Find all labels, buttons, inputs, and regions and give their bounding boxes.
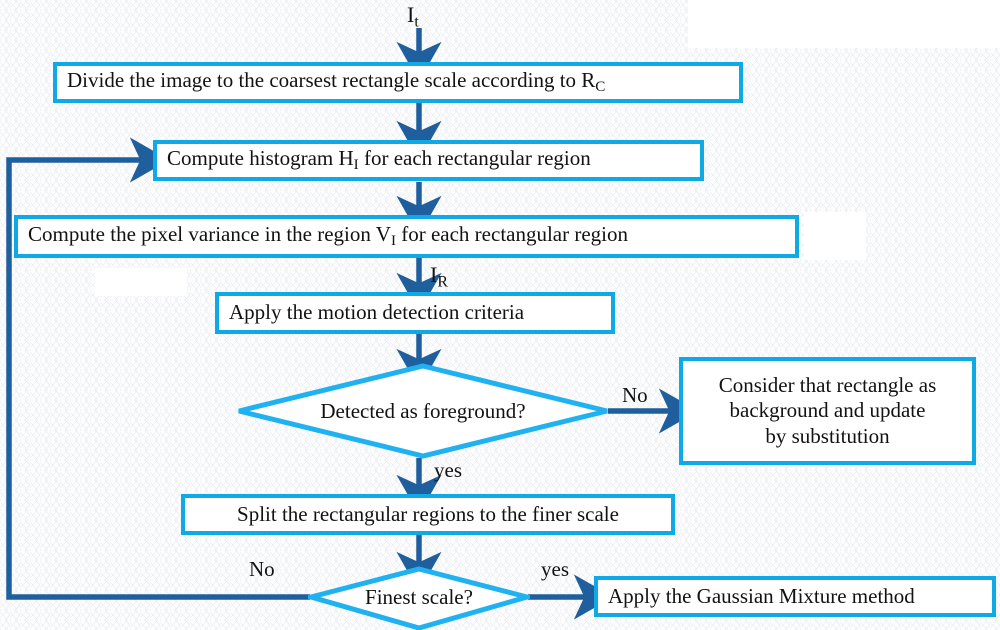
edge-label-finest-no: No: [249, 557, 275, 581]
node-apply-gaussian-mixture-text: Apply the Gaussian Mixture method: [608, 583, 915, 608]
node-detected-as-foreground-text: Detected as foreground?: [320, 398, 526, 423]
node-apply-gaussian-mixture[interactable]: Apply the Gaussian Mixture method: [594, 576, 996, 617]
node-consider-background-text: Consider that rectangle as background an…: [718, 373, 937, 448]
node-apply-motion-criteria[interactable]: Apply the motion detection criteria: [215, 292, 615, 334]
node-split-regions[interactable]: Split the rectangular regions to the fin…: [181, 494, 675, 535]
node-apply-motion-criteria-text: Apply the motion detection criteria: [229, 300, 525, 325]
edge-label-detected-no: No: [622, 383, 648, 407]
node-divide-image-text: Divide the image to the coarsest rectang…: [67, 67, 606, 96]
white-patch-variance-right: [804, 212, 866, 260]
node-compute-histogram-text: Compute histogram HI for each rectangula…: [167, 145, 591, 174]
node-compute-histogram[interactable]: Compute histogram HI for each rectangula…: [153, 140, 704, 181]
white-patch-mid-left: [95, 268, 187, 296]
node-finest-scale-text: Finest scale?: [365, 584, 473, 609]
node-split-regions-text: Split the rectangular regions to the fin…: [237, 501, 619, 526]
white-patch-top-right: [688, 0, 1000, 48]
label-input-signal: It: [407, 2, 419, 31]
node-compute-variance[interactable]: Compute the pixel variance in the region…: [14, 215, 799, 258]
node-detected-as-foreground[interactable]: Detected as foreground?: [236, 363, 610, 459]
label-region-signal: IR: [430, 262, 448, 291]
node-consider-background[interactable]: Consider that rectangle as background an…: [679, 357, 976, 465]
edge-label-detected-yes: yes: [434, 458, 462, 482]
edge-label-finest-yes: yes: [541, 557, 569, 581]
node-divide-image[interactable]: Divide the image to the coarsest rectang…: [53, 62, 743, 103]
node-compute-variance-text: Compute the pixel variance in the region…: [28, 221, 629, 250]
node-finest-scale[interactable]: Finest scale?: [308, 566, 530, 630]
